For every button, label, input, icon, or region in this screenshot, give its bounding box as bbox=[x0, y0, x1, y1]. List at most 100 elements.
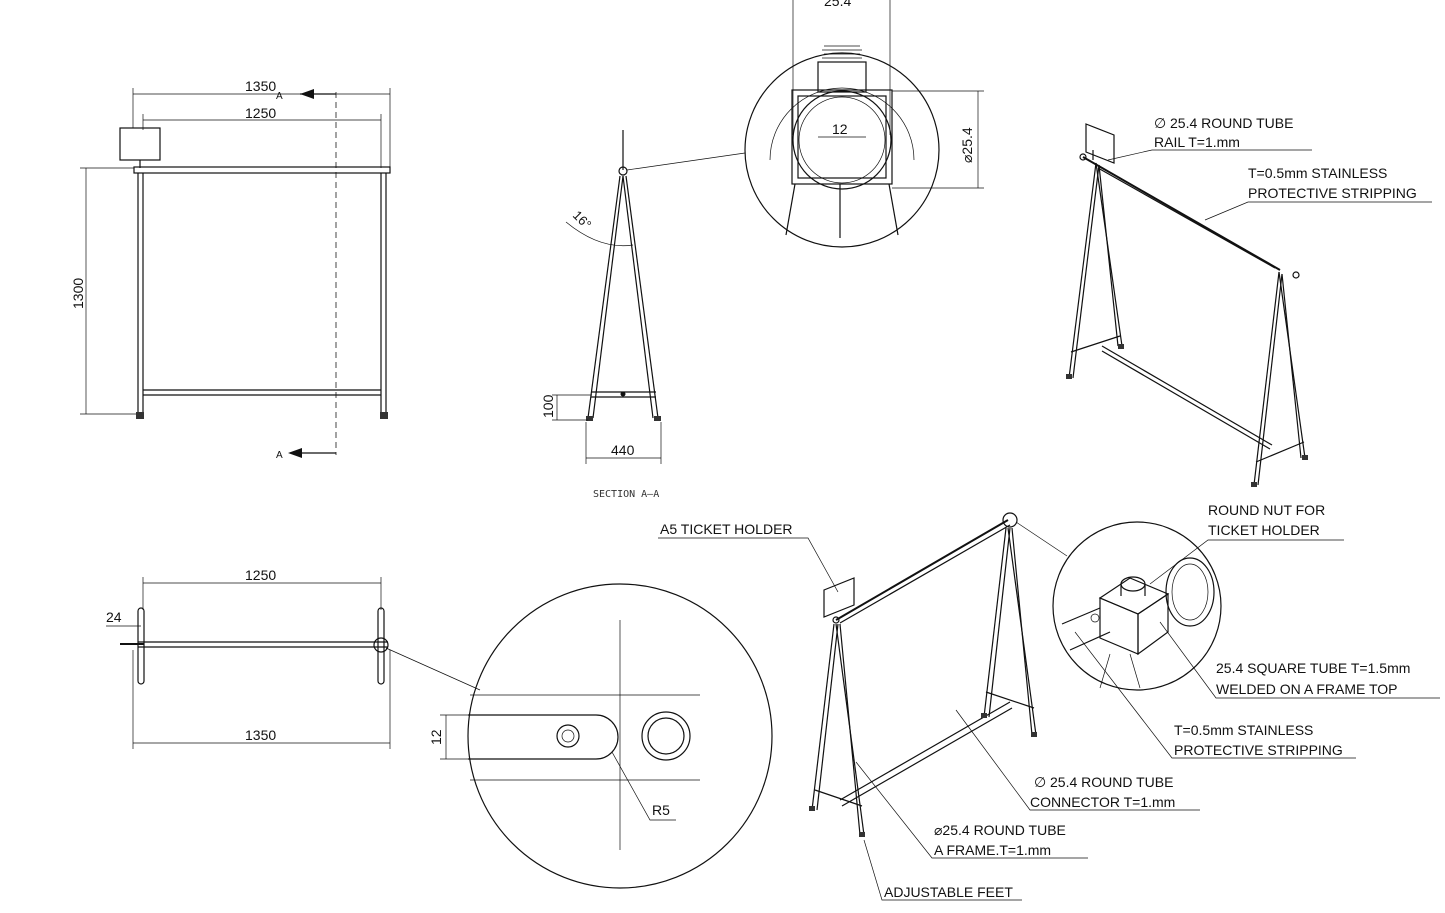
right-foot bbox=[654, 416, 661, 421]
detail-inner-arc bbox=[769, 87, 915, 161]
section-caption: SECTION A—A bbox=[593, 489, 659, 500]
detail-marker bbox=[373, 637, 389, 653]
callout-connector-line1: 25.4 ROUND TUBE bbox=[1050, 774, 1173, 790]
dim-base-width: 440 bbox=[611, 442, 635, 458]
radius-leader bbox=[611, 751, 676, 821]
left-a-outer-2 bbox=[1072, 164, 1100, 379]
foot bbox=[1031, 732, 1037, 737]
slot-hole-outer bbox=[556, 724, 580, 748]
callout-strip-line1: T=0.5mm STAINLESS bbox=[1248, 165, 1387, 181]
section-arrowhead-bottom bbox=[288, 448, 302, 458]
leader-strip bbox=[1204, 201, 1432, 221]
leader-ticket bbox=[658, 537, 839, 593]
crossbar-bolt bbox=[620, 391, 626, 397]
callout-feet: ADJUSTABLE FEET bbox=[884, 884, 1013, 900]
connector-2 bbox=[1101, 350, 1271, 450]
plan-dim-offset: 24 bbox=[106, 609, 122, 625]
callout-square-line2: WELDED ON A FRAME TOP bbox=[1216, 681, 1398, 697]
plan-dim-rail: 1250 bbox=[245, 567, 276, 583]
foot bbox=[1066, 374, 1072, 379]
slot-outline bbox=[468, 714, 619, 760]
callout-frame-line2: A FRAME.T=1.mm bbox=[934, 842, 1051, 858]
foot bbox=[1251, 482, 1257, 487]
left-a-outer-2 bbox=[816, 623, 839, 811]
connector-1 bbox=[839, 701, 1011, 801]
round-nut-flange-inner bbox=[1171, 563, 1209, 621]
a-frame-right-inner bbox=[622, 175, 654, 419]
a-frame-left-inner bbox=[592, 175, 624, 419]
detail-circle bbox=[467, 583, 773, 889]
left-foot-bar bbox=[137, 607, 145, 685]
tube-end-inner bbox=[647, 717, 685, 755]
ticket-holder bbox=[1085, 123, 1115, 164]
slot-dim: 12 bbox=[428, 729, 444, 745]
plan-view: 1250 24 1350 bbox=[106, 567, 481, 749]
section-view: 16° 100 440 SECTION A—A bbox=[540, 130, 746, 500]
iso-view-top: ∅ 25.4 ROUND TUBE RAIL T=1.mm T=0.5mm ST… bbox=[1066, 115, 1432, 487]
right-a-outer-2 bbox=[1257, 273, 1283, 486]
rail-top bbox=[835, 519, 1009, 621]
dim-height: 1300 bbox=[70, 278, 86, 309]
angle-arc bbox=[565, 221, 634, 247]
square-tube-outer bbox=[791, 89, 893, 185]
square-tube-top bbox=[1098, 577, 1170, 615]
left-crossbar bbox=[814, 789, 863, 807]
callout-nut-line2: TICKET HOLDER bbox=[1208, 522, 1320, 538]
callout-connector-symbol: ∅ bbox=[1034, 774, 1046, 790]
right-foot-bar bbox=[377, 607, 385, 685]
right-crossbar bbox=[985, 691, 1035, 709]
callout-ticket-holder: A5 TICKET HOLDER bbox=[660, 521, 793, 537]
leader-rail bbox=[1107, 149, 1312, 161]
right-a-outer-1 bbox=[983, 527, 1007, 718]
rail-bottom bbox=[839, 524, 1011, 624]
slot-radius: R5 bbox=[652, 802, 670, 818]
left-a-inner-2 bbox=[839, 623, 861, 836]
callout-nut-line1: ROUND NUT FOR bbox=[1208, 502, 1325, 518]
round-tube-outer bbox=[792, 90, 892, 190]
foot bbox=[859, 832, 865, 837]
square-tube-inner bbox=[797, 95, 887, 179]
square-tube-side bbox=[1137, 592, 1169, 656]
detail-circle bbox=[1052, 521, 1222, 691]
right-a-inner-2 bbox=[1281, 273, 1302, 459]
leader-feet bbox=[863, 839, 1022, 901]
callout-connector-line2: CONNECTOR T=1.mm bbox=[1030, 794, 1175, 810]
left-foot bbox=[586, 416, 593, 421]
right-a-outer-2 bbox=[988, 527, 1011, 718]
dim-inner: 12 bbox=[832, 121, 848, 137]
rail-top bbox=[1082, 156, 1281, 271]
square-tube-front bbox=[1099, 597, 1139, 655]
detail-connector: ROUND NUT FOR TICKET HOLDER 25.4 SQUARE … bbox=[1015, 502, 1440, 759]
right-a-inner-2 bbox=[1011, 527, 1033, 736]
detail-marker bbox=[1002, 512, 1018, 528]
dim-angle: 16° bbox=[570, 208, 595, 233]
connector-1 bbox=[1101, 345, 1273, 446]
callout-strip-line1: T=0.5mm STAINLESS bbox=[1174, 722, 1313, 738]
leader-connector bbox=[955, 709, 1200, 811]
rail-end-right bbox=[1292, 271, 1300, 279]
foot bbox=[1118, 344, 1124, 349]
ticket-holder bbox=[119, 127, 161, 161]
right-a-outer-1 bbox=[1253, 271, 1280, 486]
dim-diameter: ⌀25.4 bbox=[959, 127, 975, 163]
rail-end-left bbox=[1079, 153, 1087, 161]
top-rail bbox=[133, 166, 391, 174]
tube-bottom bbox=[1069, 631, 1111, 651]
callout-rail-symbol: ∅ bbox=[1154, 115, 1166, 131]
dim-rail-width: 1250 bbox=[245, 105, 276, 121]
right-crossbar bbox=[1255, 441, 1305, 463]
leg-left bbox=[785, 183, 796, 236]
leg-line bbox=[1129, 653, 1141, 689]
plan-dim-overall: 1350 bbox=[245, 727, 276, 743]
section-marker-bottom: A bbox=[276, 450, 283, 461]
leader-nut bbox=[1149, 539, 1344, 585]
dim-tube-top: 25.4 bbox=[824, 0, 851, 9]
rail-end bbox=[832, 616, 840, 624]
detail-leader bbox=[626, 152, 746, 171]
foot bbox=[1302, 455, 1308, 460]
callout-frame-line1: ⌀25.4 ROUND TUBE bbox=[934, 822, 1066, 838]
tube-top bbox=[1061, 607, 1101, 625]
foot bbox=[809, 806, 815, 811]
leg-right bbox=[888, 183, 899, 236]
